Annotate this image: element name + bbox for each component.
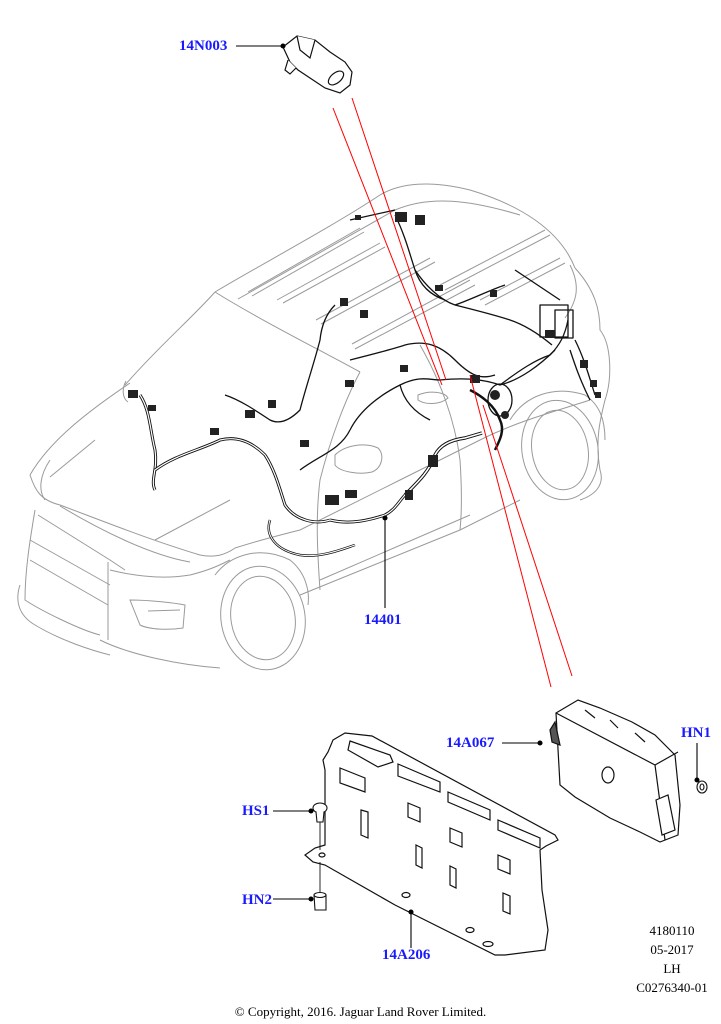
callout-14N003[interactable]: 14N003: [179, 38, 228, 54]
callout-14401[interactable]: 14401: [364, 612, 402, 628]
callout-14A206[interactable]: 14A206: [382, 947, 431, 963]
clip-nut-hn2-part[interactable]: [313, 862, 327, 911]
callout-HN1[interactable]: HN1: [681, 725, 711, 741]
control-module-part[interactable]: [549, 699, 681, 843]
callout-14A067[interactable]: 14A067: [446, 735, 495, 751]
screw-hs1-part[interactable]: [312, 802, 328, 850]
antenna-module-part[interactable]: [282, 35, 353, 94]
drawing-code: 4180110: [649, 923, 695, 938]
nut-hn1-part[interactable]: [696, 780, 708, 794]
drawing-side: LH: [663, 961, 681, 976]
drawing-reference: C0276340-01: [636, 980, 708, 995]
mounting-bracket-part[interactable]: [304, 732, 559, 956]
copyright-notice: © Copyright, 2016. Jaguar Land Rover Lim…: [234, 1004, 487, 1019]
callout-HS1[interactable]: HS1: [242, 803, 270, 819]
callout-HN2[interactable]: HN2: [242, 892, 272, 908]
guide-lines: [332, 97, 573, 688]
main-wiring-harness[interactable]: [128, 209, 601, 557]
drawing-date: 05-2017: [650, 942, 694, 957]
vehicle-outline: [17, 183, 611, 671]
leader-lines: [236, 43, 700, 948]
